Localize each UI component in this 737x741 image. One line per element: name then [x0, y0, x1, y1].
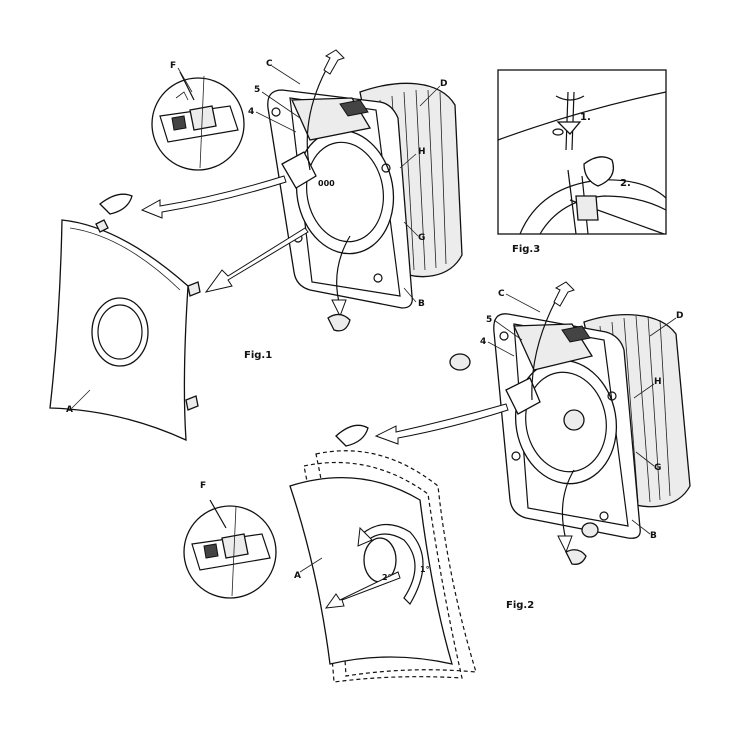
fig1-label-d: D: [440, 79, 447, 89]
fig2-label-c: C: [498, 289, 505, 299]
fig2-angle-1: 1°: [420, 565, 430, 574]
fig2-label-5: 5: [486, 315, 492, 325]
fig1-label-h: H: [418, 147, 426, 157]
fig1-removed-cap: [100, 194, 132, 214]
fig2-caption: Fig.2: [506, 600, 534, 611]
fig3-step1: 1.: [580, 112, 591, 123]
fig1-arrow-knob: [142, 176, 286, 218]
fig1-label-c: C: [266, 59, 273, 69]
fig1-motor-marking: 000: [318, 179, 335, 188]
fig2-removed-knob: [450, 354, 470, 370]
fig1-inset-f: [152, 72, 244, 170]
fig1-caption: Fig.1: [244, 350, 272, 361]
fig1-label-b: B: [418, 299, 425, 309]
fig1-label-5: 5: [254, 85, 260, 95]
fig1-group: 000: [50, 50, 462, 440]
fig2-label-g: G: [654, 463, 661, 473]
fig2-removed-cap: [336, 425, 368, 446]
fig1-cover-opening: [92, 298, 148, 366]
fig2-label-h: H: [654, 377, 662, 387]
fig2-group: [184, 282, 690, 682]
fig3-step2: 2.: [620, 178, 631, 189]
fig1-label-a: A: [66, 405, 73, 415]
fig2-angle-2: 2°: [382, 573, 392, 582]
fig2-label-b: B: [650, 531, 657, 541]
fig1-label-g: G: [418, 233, 425, 243]
fig3-caption: Fig.3: [512, 244, 540, 255]
fig2-label-a: A: [294, 571, 301, 581]
fig2-inset-f: [184, 500, 276, 598]
fig1-label-f: F: [170, 61, 176, 71]
fig2-arrow-knob: [376, 404, 508, 444]
fig2-clip: [566, 550, 586, 565]
fig2-label-d: D: [676, 311, 683, 321]
fig3-group: [498, 70, 666, 234]
fig2-label-4: 4: [480, 337, 486, 347]
fig2-front-cover: [290, 451, 476, 682]
fig1-fan-body: 000: [268, 83, 462, 308]
fig1-label-4: 4: [248, 107, 254, 117]
fig1-clip: [328, 314, 350, 330]
fig2-label-f: F: [200, 481, 206, 491]
